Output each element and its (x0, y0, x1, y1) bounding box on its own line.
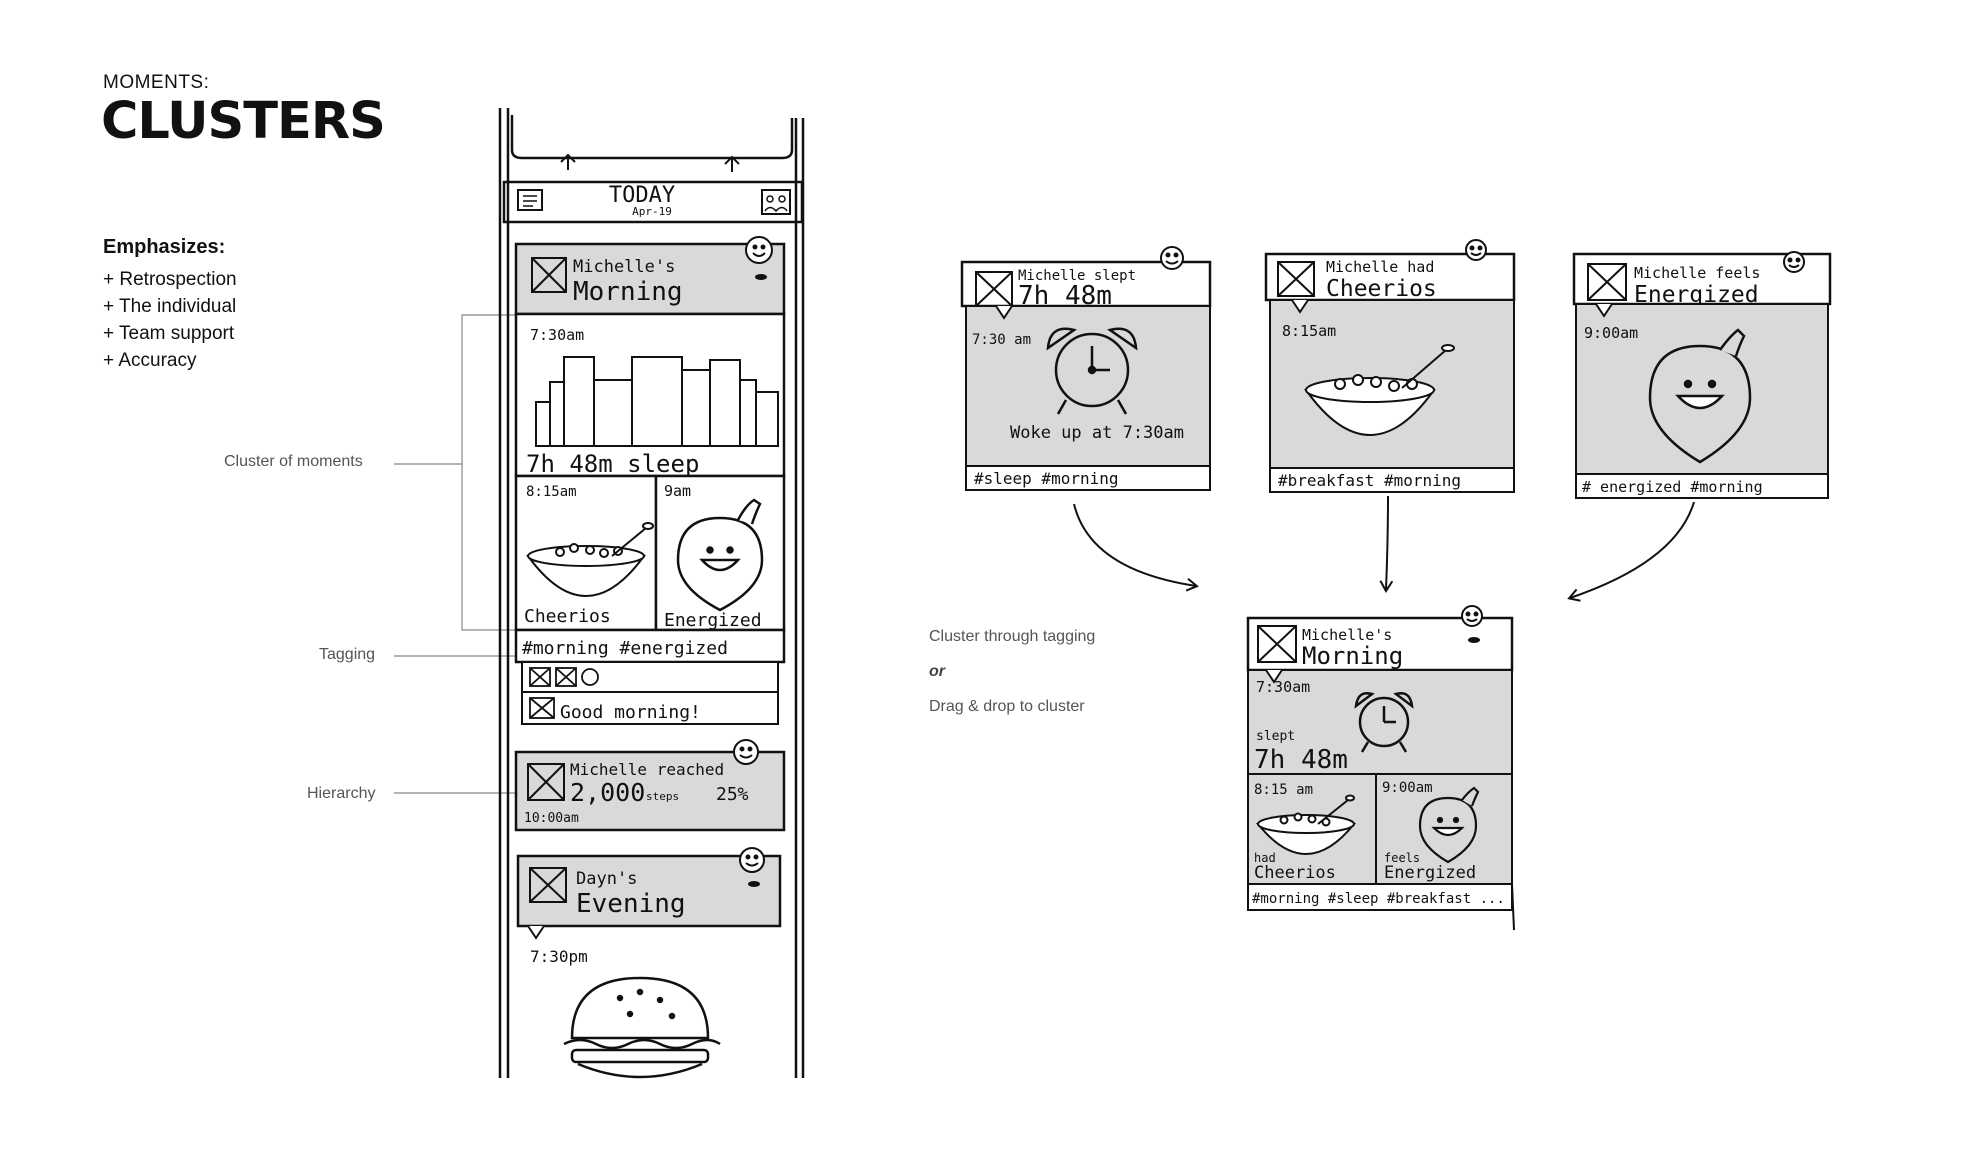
sleep-card-title-small: Michelle slept (1018, 268, 1136, 284)
cluster-title-big: Morning (1302, 642, 1403, 670)
emphasis-item: + Retrospection (103, 269, 237, 290)
cereal-bowl-icon (1255, 794, 1357, 855)
avatar-placeholder-icon (1587, 263, 1627, 301)
avatar-placeholder-icon (529, 867, 567, 903)
phone-card2-title: Michelle reached (570, 760, 724, 779)
cluster-cheerios-label: Cheerios (1254, 863, 1336, 883)
phone-card2-percent: 25% (716, 784, 749, 805)
phone-card3-title-big: Evening (576, 889, 686, 919)
cheerios-card-tags: #breakfast #morning (1278, 471, 1461, 490)
cheerios-card-title-big: Cheerios (1326, 276, 1437, 302)
energized-card-time: 9:00am (1584, 324, 1638, 342)
phone-card3-time: 7:30pm (530, 947, 588, 966)
avatar-placeholder-icon (527, 763, 565, 801)
note-cluster-through-tagging: Cluster through tagging (929, 628, 1096, 645)
energized-face-icon (1418, 786, 1480, 864)
reaction-icon (733, 739, 759, 765)
sleep-card-tags: #sleep #morning (974, 469, 1119, 488)
reaction-icon (1461, 605, 1483, 627)
note-drag-drop: Drag & drop to cluster (929, 698, 1085, 715)
alarm-clock-icon (1354, 692, 1414, 753)
energized-card-tags: # energized #morning (1582, 478, 1763, 496)
callout-cluster-label: Cluster of moments (224, 453, 363, 470)
phone-card1-cheerios-time: 8:15am (526, 484, 577, 500)
phone-card-evening: Dayn's Evening 7:30pm (516, 847, 782, 1079)
team-avatar-icon (761, 189, 791, 215)
alarm-clock-icon (1046, 327, 1138, 415)
reaction-icon (1783, 251, 1805, 273)
phone-card-steps: Michelle reached 2,000 steps 25% 10:00am (514, 739, 786, 832)
cluster-tags: #morning #sleep #breakfast ... (1252, 891, 1505, 907)
phone-sketch (498, 108, 805, 1078)
energized-card-title-small: Michelle feels (1634, 264, 1760, 282)
emphasizes-heading: Emphasizes: (103, 236, 226, 258)
phone-header-title: TODAY (609, 183, 675, 208)
burger-icon (563, 976, 721, 1079)
energized-face-icon (1648, 328, 1752, 464)
moment-card-sleep: Michelle slept 7h 48m 7:30 am Woke up at… (960, 246, 1212, 491)
cluster-feels-label: feels (1384, 851, 1420, 865)
cluster-had-label: had (1254, 851, 1276, 865)
page-title: CLUSTERS (101, 92, 386, 151)
note-or: or (929, 663, 945, 680)
energized-face-icon (676, 498, 764, 612)
comment-avatar-icon (529, 697, 555, 719)
avatar-placeholder-icon (1257, 625, 1297, 663)
phone-card2-steps: 2,000 (570, 778, 645, 807)
reaction-icon (1465, 239, 1487, 261)
sleep-card-time: 7:30 am (972, 332, 1031, 348)
reaction-icon (739, 847, 765, 873)
emphasizes-list: + Retrospection + The individual + Team … (103, 266, 237, 374)
sleep-card-caption: Woke up at 7:30am (1010, 423, 1184, 443)
cluster-energized-label: Energized (1384, 863, 1476, 883)
avatar-placeholder-icon (975, 271, 1013, 307)
clustered-card: Michelle's Morning 7:30am slept 7h 48m 8… (1246, 605, 1515, 931)
cheerios-card-time: 8:15am (1282, 322, 1336, 340)
reaction-icon (1160, 246, 1184, 270)
cluster-energized-time: 9:00am (1382, 780, 1433, 796)
phone-card2-steps-unit: steps (646, 790, 679, 803)
callout-hierarchy-label: Hierarchy (307, 785, 376, 802)
page-kicker: MOMENTS: (103, 72, 210, 93)
cluster-time: 7:30am (1256, 678, 1310, 696)
cheerios-card-title-small: Michelle had (1326, 258, 1434, 276)
phone-card1-sleep-time: 7:30am (530, 326, 584, 344)
moment-card-energized: Michelle feels Energized 9:00am # energi… (1572, 251, 1832, 499)
cluster-slept-value: 7h 48m (1254, 745, 1348, 775)
phone-card3-title-small: Dayn's (576, 869, 637, 889)
comment-avatars-icon (529, 667, 599, 687)
phone-card-morning: Michelle's Morning 7:30am 7h 48m sleep 8… (514, 236, 786, 725)
phone-card1-tags: #morning #energized (522, 638, 728, 659)
phone-card1-title-small: Michelle's (573, 257, 675, 277)
scroll-up-arrows (560, 153, 740, 172)
phone-card1-cheerios-label: Cheerios (524, 606, 611, 627)
emphasis-item: + The individual (103, 296, 237, 317)
moment-card-cheerios: Michelle had Cheerios 8:15am #breakfast … (1264, 239, 1516, 493)
cereal-bowl-icon (1304, 344, 1455, 436)
cluster-title-small: Michelle's (1302, 626, 1392, 644)
phone-header-date: Apr-19 (632, 205, 672, 218)
phone-card2-time: 10:00am (524, 811, 579, 826)
emphasis-item: + Accuracy (103, 350, 197, 371)
phone-card1-title-big: Morning (573, 277, 683, 307)
avatar-placeholder-icon (1277, 261, 1315, 297)
cluster-cheerios-time: 8:15 am (1254, 782, 1313, 798)
phone-card1-comment: Good morning! (560, 702, 701, 723)
cluster-arrows (1073, 495, 1695, 602)
emphasis-item: + Team support (103, 323, 235, 344)
phone-card1-energized-time: 9am (664, 482, 691, 500)
sleep-bar-sketch (535, 356, 779, 447)
avatar-placeholder-icon (531, 257, 567, 293)
phone-card1-energized-label: Energized (664, 610, 762, 631)
cereal-bowl-icon (526, 522, 654, 597)
menu-icon (517, 189, 543, 211)
callout-tagging-label: Tagging (319, 646, 376, 663)
phone-card1-sleep-summary: 7h 48m sleep (526, 450, 699, 478)
reaction-icon (745, 236, 773, 264)
cluster-slept-label: slept (1256, 729, 1295, 744)
